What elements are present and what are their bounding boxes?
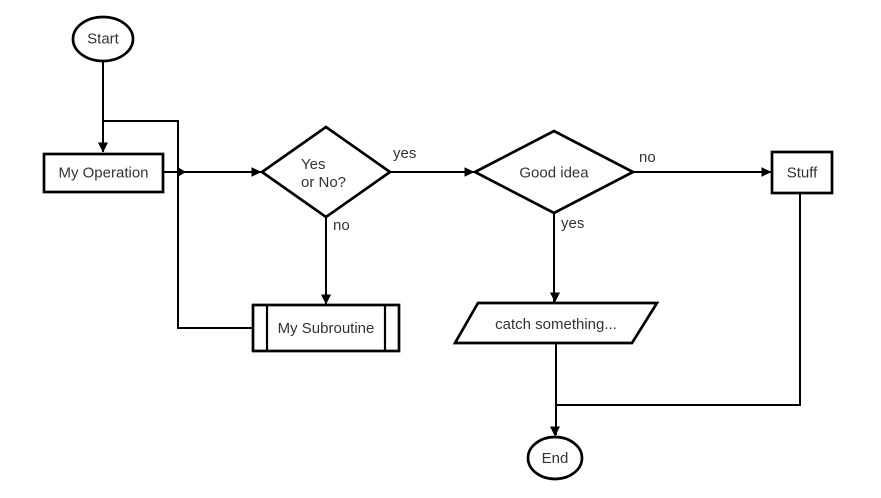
arrowhead-into-yes-or-no	[251, 167, 262, 177]
arrowhead-into-catch-something	[550, 292, 560, 303]
end-node	[526, 435, 584, 481]
edge-stuff-to-end-junction	[557, 193, 801, 406]
end-node-label: End	[542, 450, 569, 467]
node-start: Start	[71, 15, 135, 63]
edge-labels: yes no no yes	[333, 145, 656, 234]
good-idea-diamond	[472, 129, 636, 215]
start-node-label: Start	[87, 31, 120, 48]
arrowheads	[98, 142, 772, 437]
node-my-operation: My Operation	[42, 152, 165, 194]
yes-or-no-label-line2: or No?	[301, 174, 346, 191]
node-end: End	[526, 435, 584, 481]
node-good-idea: Good idea	[472, 129, 636, 215]
yes-or-no-label-line1: Yes	[301, 156, 325, 173]
edge-label-no-to-stuff: no	[639, 149, 656, 166]
node-my-subroutine: My Subroutine	[251, 303, 401, 353]
node-catch-something: catch something...	[452, 301, 660, 345]
catch-something-parallelogram	[452, 301, 660, 345]
my-operation-node-label: My Operation	[58, 165, 148, 182]
arrowhead-into-my-subroutine	[321, 294, 331, 305]
catch-something-node-label: catch something...	[495, 316, 617, 333]
edge-label-no-to-my-subroutine: no	[333, 217, 350, 234]
my-subroutine-node	[251, 303, 401, 353]
node-yes-or-no: Yes or No?	[259, 125, 393, 219]
node-stuff: Stuff	[770, 150, 834, 195]
yes-or-no-diamond	[259, 125, 393, 219]
arrowhead-into-stuff	[761, 167, 772, 177]
stuff-node	[770, 150, 834, 195]
edge-label-yes-to-catch-something: yes	[561, 215, 584, 232]
arrowhead-into-my-operation	[98, 142, 108, 153]
good-idea-node-label: Good idea	[519, 165, 589, 182]
edge-loop-my-subroutine-to-my-operation	[104, 120, 252, 329]
edges	[102, 61, 801, 435]
arrowhead-into-end	[550, 426, 560, 437]
my-operation-node	[42, 152, 165, 194]
arrowhead-loop-junction	[178, 167, 186, 177]
edge-label-yes-to-good-idea: yes	[393, 145, 416, 162]
arrowhead-into-good-idea	[464, 167, 475, 177]
start-node	[71, 15, 135, 63]
stuff-node-label: Stuff	[787, 165, 818, 182]
my-subroutine-node-label: My Subroutine	[278, 320, 375, 337]
